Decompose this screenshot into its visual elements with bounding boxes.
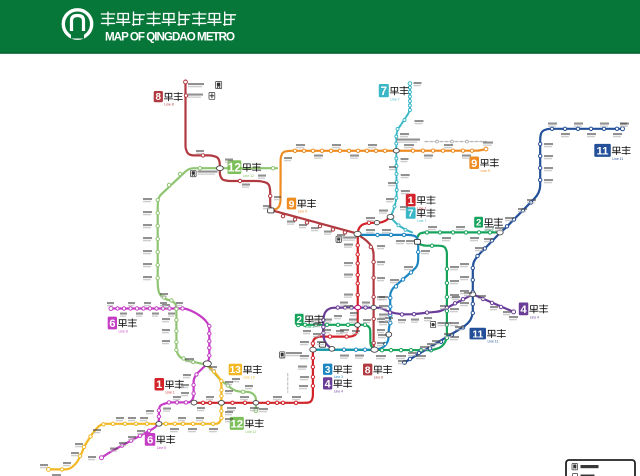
svg-text:7: 7 — [381, 85, 388, 98]
svg-text:13: 13 — [230, 365, 242, 376]
svg-text:9: 9 — [471, 158, 477, 170]
svg-text:12: 12 — [228, 161, 242, 175]
svg-text:2: 2 — [476, 218, 481, 229]
svg-text:Line 11: Line 11 — [488, 340, 499, 344]
svg-text:1: 1 — [408, 195, 414, 207]
svg-text:Line 7: Line 7 — [390, 98, 399, 102]
svg-text:Line 12: Line 12 — [243, 174, 254, 178]
svg-text:3: 3 — [325, 365, 331, 376]
svg-text:Line 9: Line 9 — [298, 210, 307, 214]
svg-text:11: 11 — [596, 146, 609, 158]
svg-text:Line 12: Line 12 — [245, 430, 256, 434]
svg-text:Line 6: Line 6 — [119, 330, 128, 334]
svg-text:Line 1: Line 1 — [166, 391, 175, 395]
svg-text:2: 2 — [297, 315, 302, 326]
svg-text:11: 11 — [472, 329, 483, 340]
svg-text:Line 7: Line 7 — [417, 219, 426, 223]
svg-text:Line 1: Line 1 — [417, 207, 426, 211]
svg-text:Line 4: Line 4 — [334, 390, 343, 394]
svg-text:MAP OF QINGDAO METRO: MAP OF QINGDAO METRO — [105, 31, 235, 44]
svg-text:9: 9 — [289, 199, 295, 210]
svg-text:Line 8: Line 8 — [164, 102, 173, 106]
svg-text:Line 2: Line 2 — [305, 325, 314, 329]
svg-text:8: 8 — [156, 92, 162, 103]
svg-text:1: 1 — [156, 379, 162, 391]
svg-text:Line 8: Line 8 — [374, 376, 383, 380]
svg-text:4: 4 — [520, 304, 527, 316]
svg-text:Line 11: Line 11 — [612, 157, 623, 161]
svg-text:4: 4 — [325, 378, 331, 390]
svg-text:Line 9: Line 9 — [481, 169, 490, 173]
svg-text:Line 3: Line 3 — [334, 375, 343, 379]
svg-text:12: 12 — [230, 419, 243, 431]
svg-text:Line 6: Line 6 — [157, 446, 166, 450]
svg-text:Line 13: Line 13 — [244, 376, 255, 380]
svg-text:6: 6 — [147, 435, 153, 447]
svg-text:8: 8 — [365, 365, 371, 376]
svg-text:7: 7 — [408, 209, 414, 220]
svg-text:6: 6 — [109, 318, 115, 330]
svg-text:Line 4: Line 4 — [530, 316, 539, 320]
